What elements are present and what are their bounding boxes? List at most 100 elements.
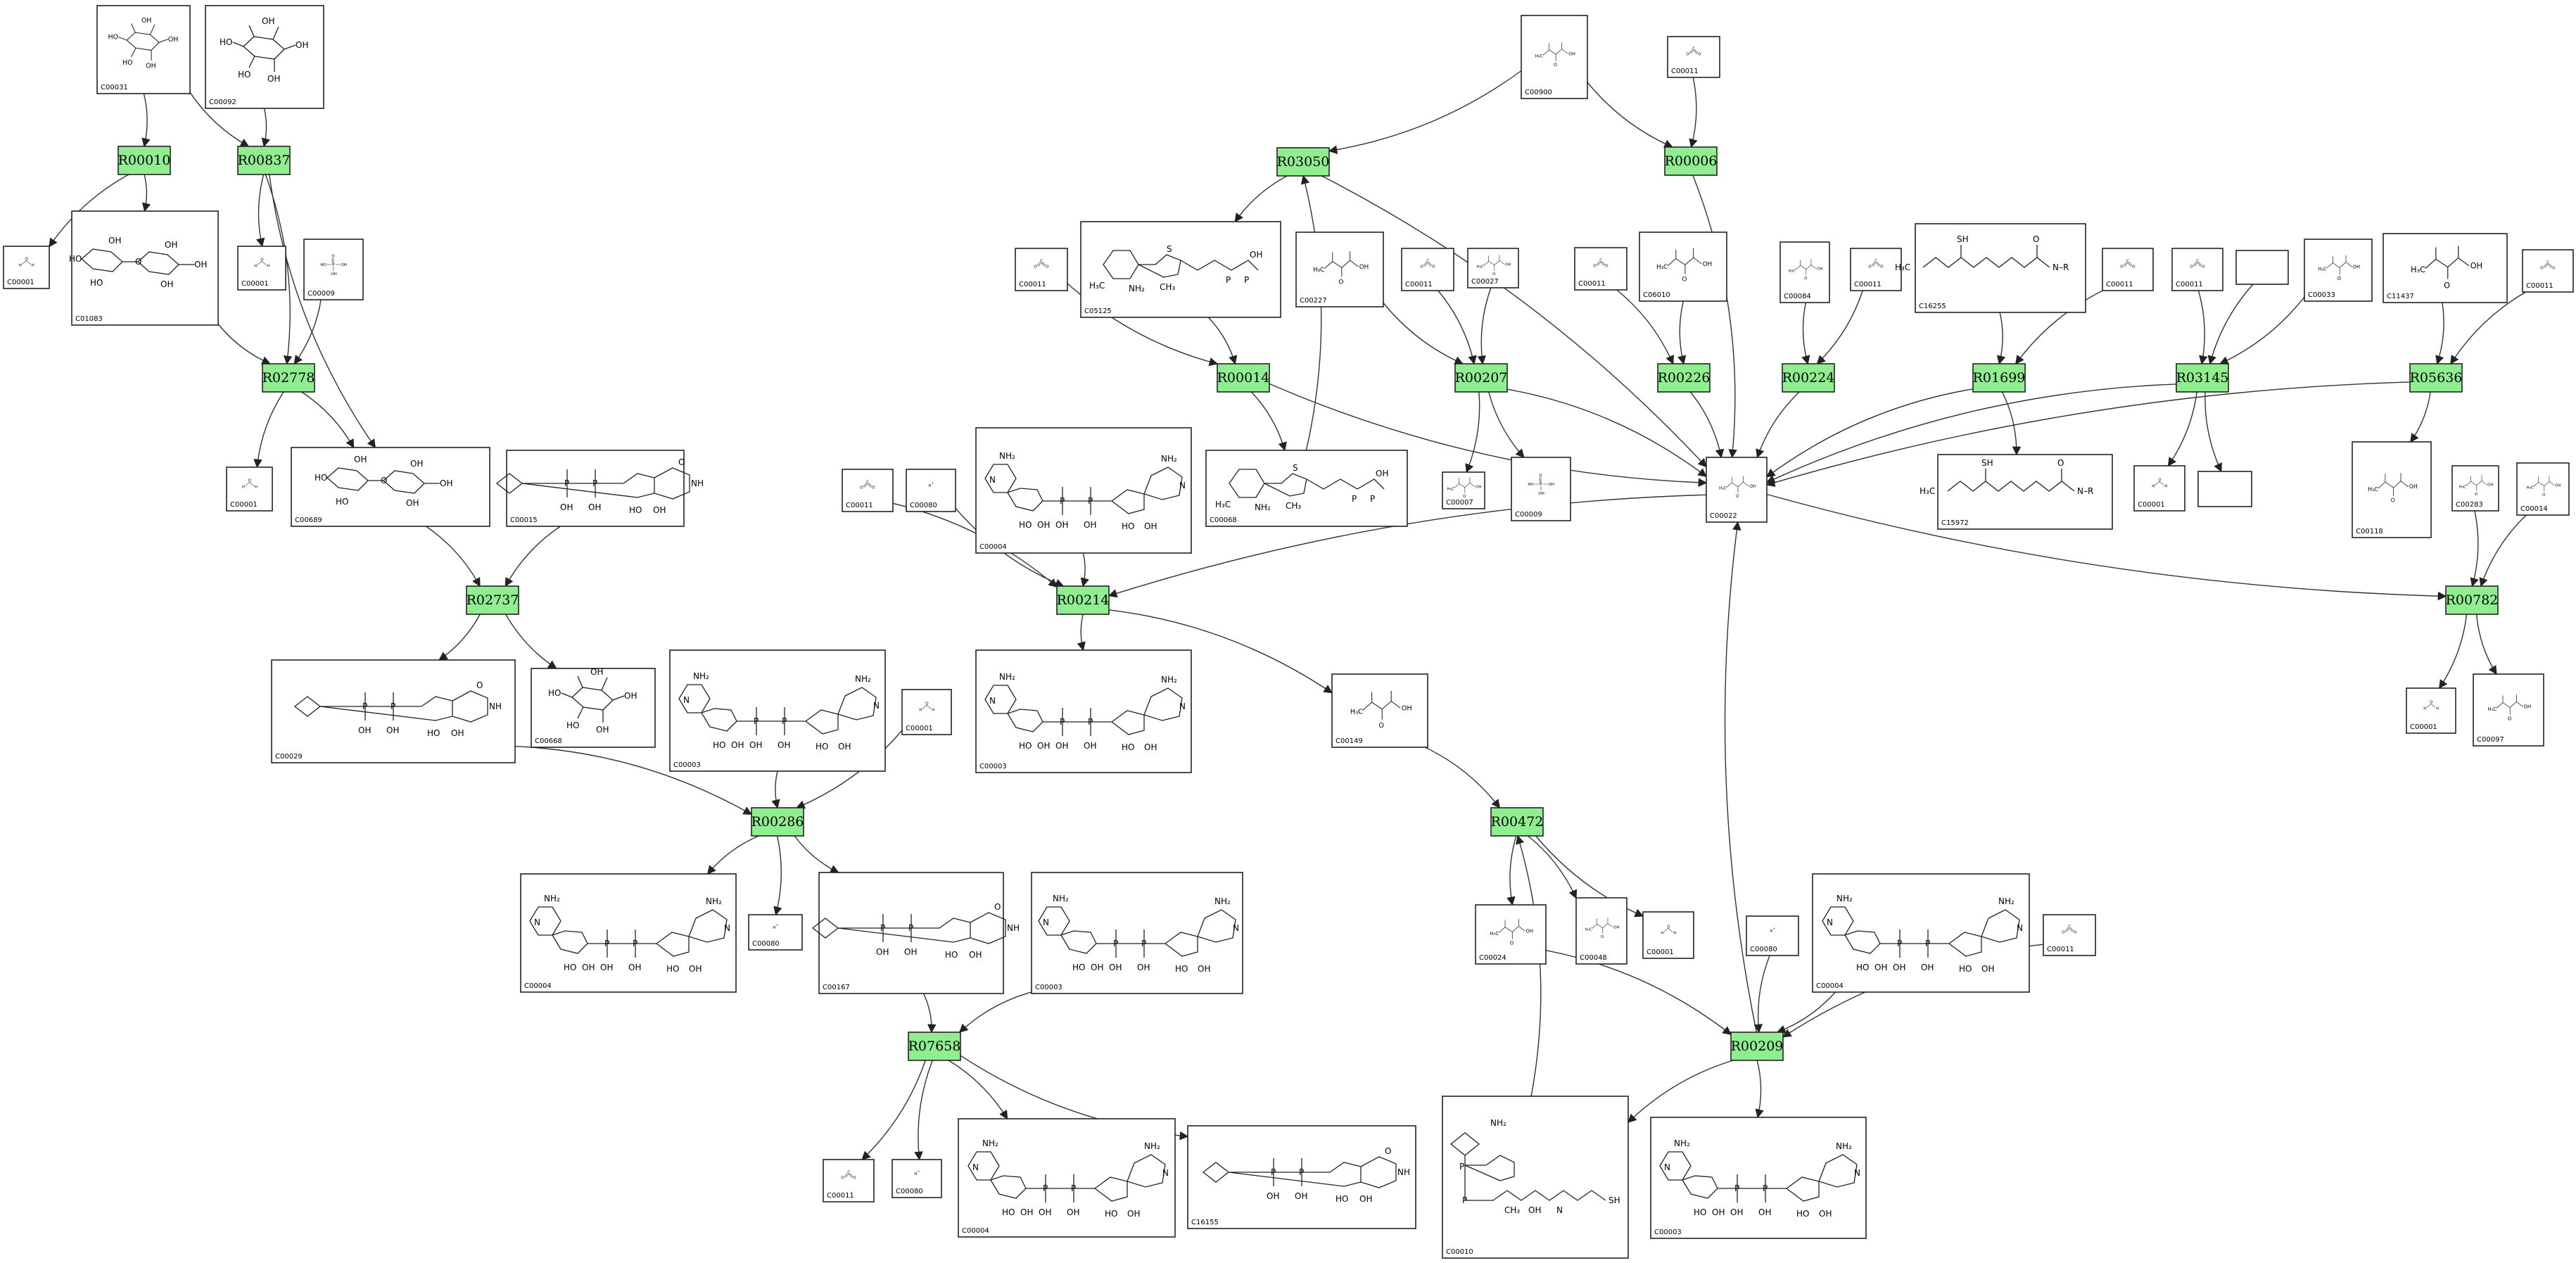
compound-node[interactable]: C00080 (1746, 915, 1799, 956)
reaction-node[interactable]: R01699 (1972, 363, 2026, 393)
reaction-node[interactable]: R00837 (237, 146, 291, 175)
compound-box (1187, 1125, 1416, 1229)
compound-node[interactable]: C00033 (2304, 239, 2373, 302)
reaction-node[interactable]: R00010 (118, 146, 171, 175)
compound-node[interactable]: C16155 (1187, 1125, 1416, 1229)
compound-node[interactable]: C00011 (823, 1159, 875, 1202)
reaction-label: R00010 (118, 153, 171, 168)
compound-node[interactable] (2235, 250, 2289, 285)
compound-node[interactable]: C11437 (2383, 233, 2508, 303)
compound-node[interactable]: C00097 (2473, 673, 2544, 747)
edge-c41-r16 (955, 507, 1065, 588)
compound-node[interactable]: C00149 (1331, 673, 1428, 748)
reaction-box (1490, 807, 1544, 837)
compound-node[interactable]: C00048 (1575, 897, 1628, 965)
compound-node[interactable]: C00011 (1850, 248, 1902, 291)
compound-node[interactable]: C00004 (958, 1118, 1176, 1238)
compound-node[interactable]: C16255 (1894, 223, 2086, 313)
compound-node[interactable]: C00001 (1642, 911, 1694, 959)
compound-node[interactable]: C00080 (748, 914, 803, 951)
edge-r2-c5 (256, 174, 265, 248)
compound-node[interactable]: C00007 (1442, 471, 1485, 509)
compound-node[interactable]: C00024 (1475, 904, 1547, 965)
compound-node[interactable]: C05125 (1080, 221, 1281, 318)
reaction-node[interactable]: R00214 (1056, 585, 1110, 615)
compound-node[interactable]: C00029 (271, 659, 516, 763)
compound-node[interactable]: C00015 (496, 450, 704, 527)
compound-node[interactable]: C00080 (892, 1159, 942, 1198)
compound-node[interactable]: C00004 (1812, 873, 2030, 993)
compound-node[interactable]: C00900 (1521, 15, 1588, 99)
compound-node[interactable]: C00001 (3, 246, 50, 289)
compound-node[interactable]: C00011 (1667, 36, 1720, 78)
compound-node[interactable]: C00068 (1205, 450, 1408, 527)
compound-node[interactable]: C00014 (2516, 462, 2570, 516)
compound-node[interactable]: C00283 (2451, 465, 2499, 512)
reaction-node[interactable]: R00286 (751, 807, 804, 837)
compound-node[interactable] (2197, 471, 2252, 507)
reaction-node[interactable]: R00006 (1664, 146, 1718, 176)
compound-node[interactable]: C00011 (2522, 249, 2574, 293)
compound-node[interactable]: C00084 (1779, 241, 1830, 303)
compound-node[interactable]: C00011 (842, 469, 894, 512)
compound-node[interactable]: C00004 (975, 427, 1192, 554)
reaction-node[interactable]: R02778 (262, 363, 315, 393)
compound-node[interactable]: C00010 (1442, 1096, 1629, 1259)
compound-node[interactable]: C00011 (1574, 247, 1628, 291)
compound-node[interactable]: C00001 (226, 467, 273, 512)
compound-node[interactable]: C00080 (906, 469, 956, 512)
compound-node[interactable]: C00003 (1031, 872, 1243, 994)
compound-node[interactable]: C00668 (531, 666, 656, 748)
reaction-label: R00472 (1491, 814, 1544, 830)
compound-label: C00003 (1654, 1229, 1682, 1236)
compound-node[interactable]: C00001 (2133, 465, 2185, 512)
compound-box (1295, 231, 1384, 307)
reaction-node[interactable]: R05636 (2409, 363, 2463, 393)
reaction-label: R05636 (2410, 370, 2463, 386)
reaction-node[interactable]: R03145 (2176, 363, 2229, 393)
reaction-node[interactable]: R02737 (466, 585, 519, 615)
compound-node[interactable]: C00031 (96, 5, 191, 94)
compound-node[interactable]: C00689 (291, 447, 490, 527)
reaction-node[interactable]: R00226 (1657, 363, 1711, 393)
compound-node[interactable]: C00001 (2406, 687, 2456, 734)
compound-node[interactable]: C00009 (303, 239, 364, 300)
reaction-node[interactable]: R00224 (1782, 363, 1835, 393)
compound-label: C00001 (7, 279, 34, 286)
compound-node[interactable]: C00118 (2352, 441, 2432, 538)
compound-node[interactable]: C01083 (68, 210, 219, 326)
compound-node[interactable]: C00227 (1295, 231, 1384, 307)
edge-c22-r8 (1587, 82, 1673, 148)
compound-node[interactable]: C00001 (237, 246, 286, 291)
compound-node[interactable]: C00003 (975, 649, 1192, 773)
compound-node[interactable]: C00001 (901, 689, 952, 735)
reaction-node[interactable]: R00207 (1454, 363, 1508, 393)
reaction-node[interactable]: R00209 (1730, 1032, 1784, 1061)
edge-r19-c46 (1724, 521, 1757, 1033)
edge-c36-r14 (2207, 284, 2254, 365)
compound-node[interactable]: C00011 (2043, 914, 2096, 956)
compound-node[interactable]: C00027 (1467, 248, 1519, 288)
reaction-node[interactable]: R00472 (1490, 807, 1544, 837)
reaction-node[interactable]: R00782 (2445, 585, 2499, 615)
compound-node[interactable]: C00011 (1015, 248, 1068, 291)
compound-node[interactable]: C00003 (1650, 1117, 1867, 1239)
compound-node[interactable]: C00011 (1401, 248, 1454, 291)
compound-node[interactable]: C00003 (669, 649, 886, 772)
reaction-node[interactable]: R07658 (908, 1032, 961, 1061)
compound-label: C00001 (1647, 948, 1674, 956)
compound-node[interactable]: C00167 (812, 872, 1020, 994)
compound-node[interactable]: C00004 (520, 873, 737, 993)
reaction-node[interactable]: R03050 (1276, 147, 1330, 177)
edge-r19-c63 (1628, 1060, 1734, 1123)
compound-node[interactable]: C00011 (2102, 248, 2154, 291)
reaction-node[interactable]: R00014 (1217, 363, 1270, 393)
compound-node[interactable]: C00009 (1511, 457, 1571, 521)
compound-label: C00011 (2106, 281, 2133, 288)
compound-node[interactable]: C06010 (1639, 231, 1727, 302)
edge-r15-c46 (1765, 381, 2411, 487)
compound-node[interactable]: C00022 (1706, 457, 1768, 523)
compound-node[interactable]: C00092 (205, 5, 324, 109)
compound-node[interactable]: C15972 (1919, 454, 2113, 530)
compound-node[interactable]: C00011 (2171, 248, 2223, 291)
